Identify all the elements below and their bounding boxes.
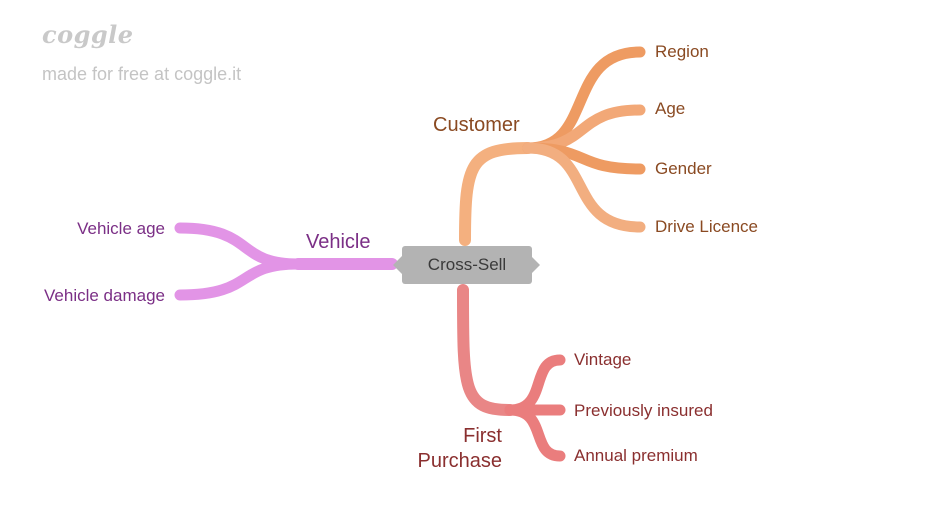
node-previously-insured[interactable]: Previously insured (574, 401, 713, 420)
connector-drive-licence (522, 142, 646, 233)
branch-label-customer[interactable]: Customer (433, 114, 520, 136)
connector-customer-trunk (459, 142, 534, 246)
node-annual-premium[interactable]: Annual premium (574, 446, 698, 465)
connector-annual-premium (504, 404, 566, 462)
node-gender[interactable]: Gender (655, 159, 712, 178)
connector-vehicle-age (174, 222, 304, 270)
root-label: Cross-Sell (427, 255, 507, 274)
connector-age (522, 104, 646, 154)
coggle-logo: coggle (42, 20, 134, 49)
node-region[interactable]: Region (655, 42, 709, 61)
node-vehicle-age[interactable]: Vehicle age (77, 219, 165, 238)
connector-first-purchase-trunk (457, 284, 516, 416)
root-right-notch (531, 256, 540, 274)
connector-vehicle-damage (174, 258, 304, 301)
node-drive-licence[interactable]: Drive Licence (655, 217, 758, 236)
branch-label-first-purchase-line1[interactable]: First (463, 425, 502, 447)
node-vintage[interactable]: Vintage (574, 350, 632, 369)
node-vehicle-damage[interactable]: Vehicle damage (44, 286, 165, 305)
branch-label-vehicle[interactable]: Vehicle (306, 231, 371, 253)
branch-label-first-purchase-line2[interactable]: Purchase (417, 450, 503, 472)
node-age[interactable]: Age (655, 99, 686, 118)
root-node[interactable]: Cross-Sell (402, 246, 532, 284)
connector-vintage (504, 354, 566, 416)
coggle-tagline: made for free at coggle.it (42, 64, 242, 84)
root-left-notch (393, 256, 402, 274)
